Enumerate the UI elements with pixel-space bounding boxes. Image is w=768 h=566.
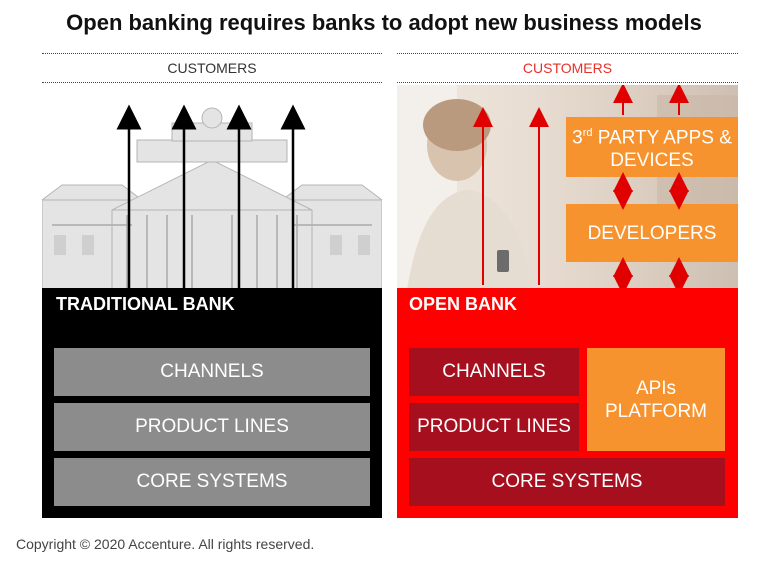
traditional-product-lines-layer: PRODUCT LINES xyxy=(54,403,370,451)
right-arrows xyxy=(473,85,689,290)
right-customers-label: CUSTOMERS xyxy=(522,60,613,76)
left-bottom-dotted-line xyxy=(42,82,382,83)
right-bottom-dotted-line xyxy=(397,82,738,83)
third-party-apps-box: 3rd PARTY APPS & DEVICES xyxy=(566,117,738,177)
traditional-bank-panel: TRADITIONAL BANK CHANNELS PRODUCT LINES … xyxy=(42,288,382,518)
page-title: Open banking requires banks to adopt new… xyxy=(66,10,702,35)
bank-building-illustration xyxy=(42,85,382,290)
open-core-systems-layer: CORE SYSTEMS xyxy=(409,458,725,506)
left-arrows xyxy=(116,104,306,290)
right-top-dotted-line xyxy=(397,53,738,54)
left-customers-label: CUSTOMERS xyxy=(167,60,257,76)
apis-line1: APIs xyxy=(635,377,677,399)
apis-platform-box: APIs PLATFORM xyxy=(587,348,725,451)
open-bank-title: OPEN BANK xyxy=(409,294,518,314)
traditional-core-systems-layer: CORE SYSTEMS xyxy=(54,458,370,506)
apis-line2: PLATFORM xyxy=(604,400,708,422)
open-channels-layer: CHANNELS xyxy=(409,348,579,396)
copyright-text: Copyright © 2020 Accenture. All rights r… xyxy=(16,536,315,552)
developers-box: DEVELOPERS xyxy=(566,204,738,262)
traditional-bank-title: TRADITIONAL BANK xyxy=(56,294,235,314)
third-party-apps-line1: 3rd PARTY APPS & xyxy=(572,126,732,149)
traditional-channels-layer: CHANNELS xyxy=(54,348,370,396)
left-top-dotted-line xyxy=(42,53,382,54)
open-bank-panel: OPEN BANK CHANNELS PRODUCT LINES APIs PL… xyxy=(397,288,738,518)
open-product-lines-layer: PRODUCT LINES xyxy=(409,403,579,451)
third-party-apps-line2: DEVICES xyxy=(610,150,694,172)
